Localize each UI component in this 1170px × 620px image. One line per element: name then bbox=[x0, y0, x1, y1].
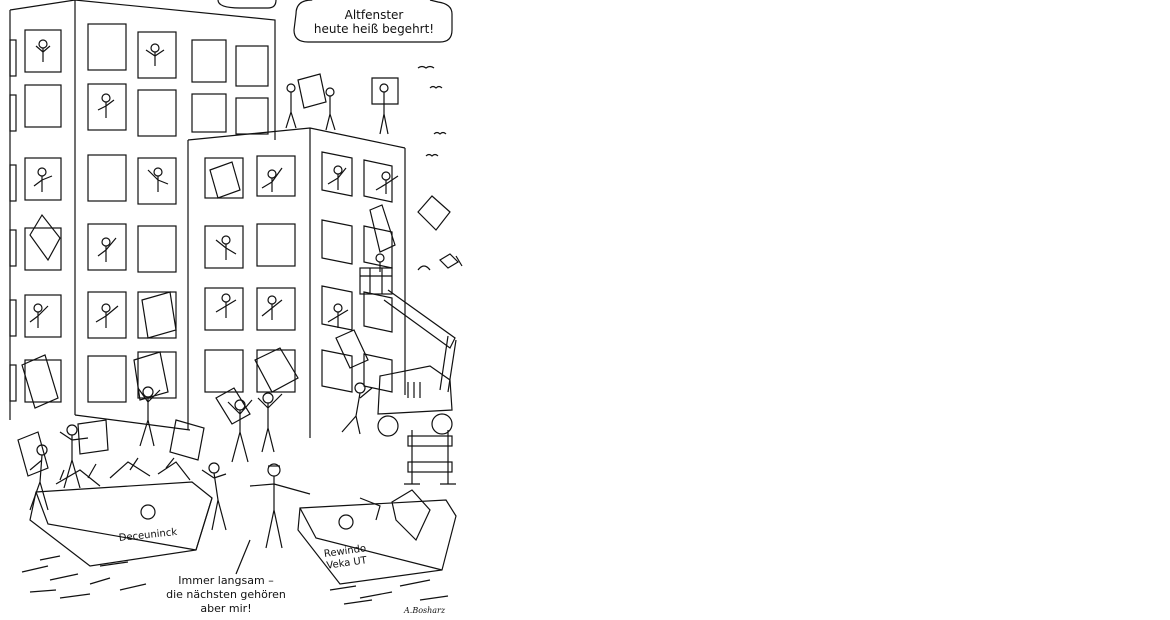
flying-frame bbox=[417, 195, 451, 231]
caption-line-1: Immer langsam – bbox=[178, 574, 274, 587]
birds bbox=[417, 65, 447, 157]
skip-right bbox=[297, 489, 457, 585]
cherry-picker bbox=[359, 253, 457, 437]
caption-line-2: die nächsten gehören bbox=[166, 588, 286, 601]
skip-left bbox=[29, 457, 213, 567]
debris bbox=[21, 555, 449, 605]
caption-text: Immer langsam – die nächsten gehören abe… bbox=[160, 574, 292, 616]
bubble-line-1: Altfenster bbox=[344, 8, 404, 22]
window-workers bbox=[29, 39, 399, 328]
back-building bbox=[9, 0, 276, 431]
cartoon-illustration bbox=[9, 0, 463, 605]
barrier-fence bbox=[404, 430, 456, 485]
bubble-line-2: heute heiß begehrt! bbox=[313, 22, 435, 36]
caption-line-3: aber mir! bbox=[200, 602, 252, 615]
speech-bubble-text: Altfenster heute heiß begehrt! bbox=[296, 8, 452, 36]
rooftop-workers bbox=[285, 73, 399, 135]
speech-bubble bbox=[293, 0, 453, 43]
front-building bbox=[187, 127, 451, 438]
foreman-figure bbox=[249, 463, 311, 549]
artist-signature: A.Bosharz bbox=[404, 606, 446, 615]
ground-workers bbox=[17, 382, 373, 549]
caption-pointer bbox=[235, 539, 251, 575]
cropped-bubble-top bbox=[217, 0, 277, 9]
distant-figures bbox=[417, 253, 463, 271]
